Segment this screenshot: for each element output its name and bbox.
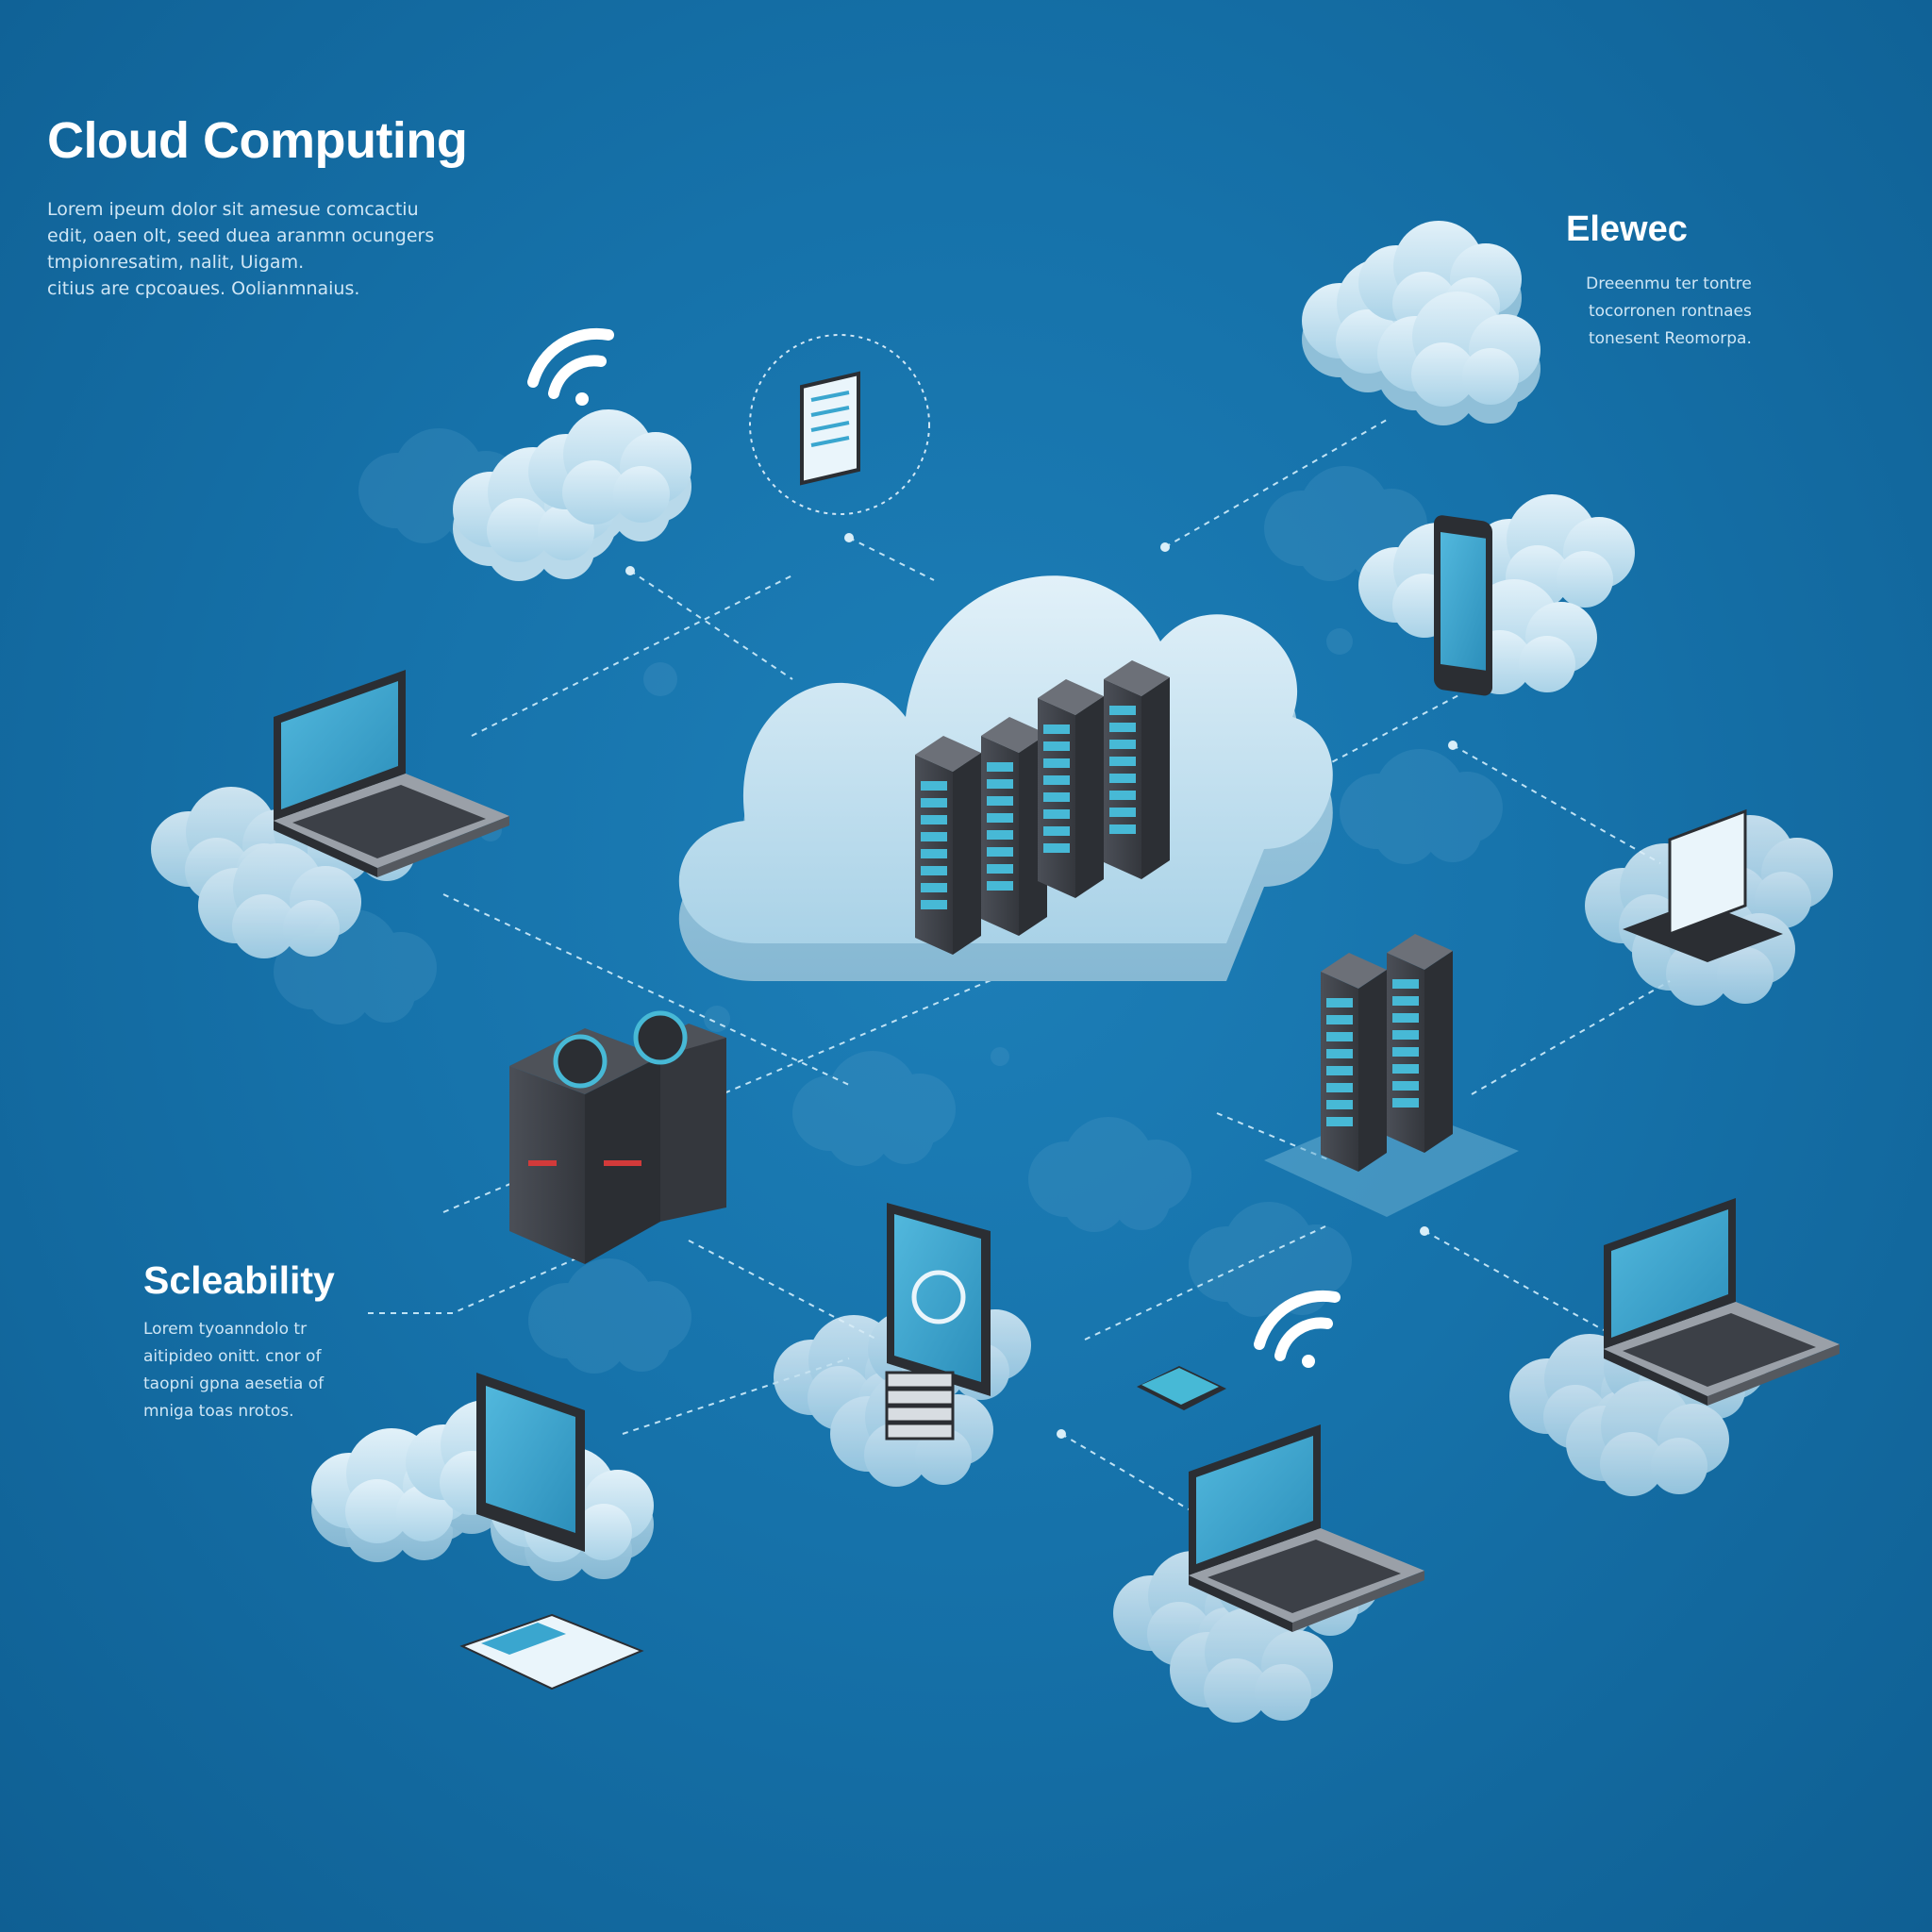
title-description: Lorem ipeum dolor sit amesue comcactiu e… bbox=[47, 196, 467, 302]
connector-lines bbox=[368, 419, 1671, 1510]
connector-dots bbox=[625, 533, 1457, 1439]
elastic-line: Dreeenmu ter tontre bbox=[1586, 275, 1752, 293]
laptop-icon bbox=[274, 670, 509, 877]
small-device-icon bbox=[1137, 1366, 1226, 1410]
scalability-block: Scleability Lorem tyoanndolo tr aitipide… bbox=[143, 1258, 335, 1425]
scalability-line: taopni gpna aesetia of bbox=[143, 1374, 325, 1393]
scalability-line: aitipideo onitt. cnor of bbox=[143, 1347, 322, 1366]
title-line: edit, oaen olt, seed duea aranmn ocunger… bbox=[47, 225, 435, 246]
wifi-icon bbox=[533, 334, 608, 406]
elastic-line: tonesent Reomorpa. bbox=[1588, 329, 1752, 348]
twin-server-left bbox=[509, 1010, 726, 1264]
scalability-line: mniga toas nrotos. bbox=[143, 1402, 294, 1421]
smartphone-icon bbox=[1434, 515, 1492, 696]
scalability-line: Lorem tyoanndolo tr bbox=[143, 1320, 308, 1339]
title-line: tmpionresatim, nalit, Uigam. bbox=[47, 252, 305, 273]
document-sheet-icon bbox=[459, 1613, 644, 1690]
laptop-icon-bottom bbox=[1189, 1424, 1424, 1632]
elastic-heading: Elewec bbox=[1566, 209, 1688, 249]
cloud-top-right bbox=[1302, 221, 1541, 425]
server-rack-right bbox=[1264, 934, 1519, 1217]
title-block: Cloud Computing Lorem ipeum dolor sit am… bbox=[47, 111, 468, 302]
title-line: citius are cpcoaues. Oolianmnaius. bbox=[47, 278, 360, 299]
laptop-icon-right bbox=[1604, 1198, 1840, 1406]
page-title: Cloud Computing bbox=[47, 112, 468, 169]
scalability-heading: Scleability bbox=[143, 1258, 335, 1302]
elastic-block: Elewec Dreeenmu ter tontre tocorronen ro… bbox=[1566, 209, 1752, 353]
elastic-line: tocorronen rontnaes bbox=[1588, 302, 1752, 321]
title-line: Lorem ipeum dolor sit amesue comcactiu bbox=[47, 199, 419, 220]
tablet-icon bbox=[476, 1373, 585, 1552]
document-icon bbox=[749, 334, 930, 515]
scalability-description: Lorem tyoanndolo tr aitipideo onitt. cno… bbox=[143, 1316, 335, 1425]
cloud-with-wifi bbox=[453, 409, 691, 581]
document-platform-right bbox=[1585, 808, 1833, 1006]
monitor-icon bbox=[885, 1203, 991, 1441]
elastic-description: Dreeenmu ter tontre tocorronen rontnaes … bbox=[1566, 271, 1752, 353]
